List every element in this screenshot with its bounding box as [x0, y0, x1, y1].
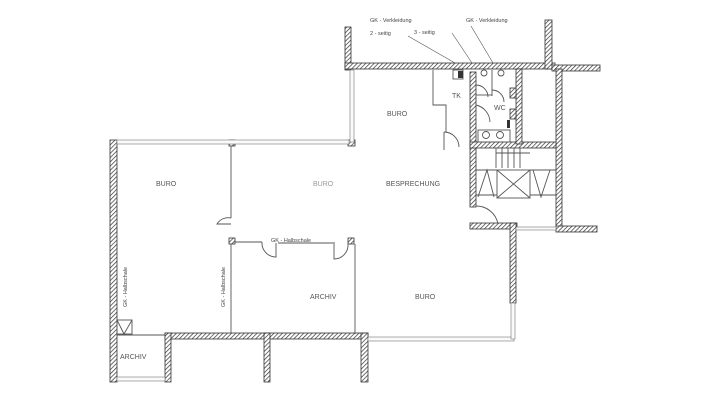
- room-label-buero: BURO: [415, 294, 436, 301]
- annotation-3-seitig: 3 - seitig: [414, 30, 435, 36]
- partition-label: GK - Halbschale: [123, 267, 129, 307]
- room-label-archiv: ARCHIV: [120, 354, 147, 361]
- room-label-tk: TK: [452, 93, 461, 100]
- annotation-gk-verkleidung: GK - Verkleidung: [466, 18, 508, 24]
- partition-label: GK - Halbschale: [221, 267, 227, 307]
- leader-lines: [407, 25, 494, 64]
- partition-label: GK - Halbschale: [271, 238, 311, 244]
- annotation-2-seitig: 2 - seitig: [370, 31, 391, 37]
- room-label-buero: BURO: [313, 181, 334, 188]
- room-label-wc: WC: [494, 105, 506, 112]
- annotation-gk-verkleidung: GK - Verkleidung: [370, 18, 412, 24]
- room-label-buero: BURO: [387, 111, 408, 118]
- stair-lift-core: [475, 148, 556, 225]
- windows: [116, 69, 557, 382]
- partitions: [116, 69, 556, 336]
- room-label-archiv: ARCHIV: [310, 294, 337, 301]
- room-label-besprechung: BESPRECHUNG: [386, 181, 440, 188]
- walls: [109, 19, 601, 383]
- room-label-buero: BURO: [156, 181, 177, 188]
